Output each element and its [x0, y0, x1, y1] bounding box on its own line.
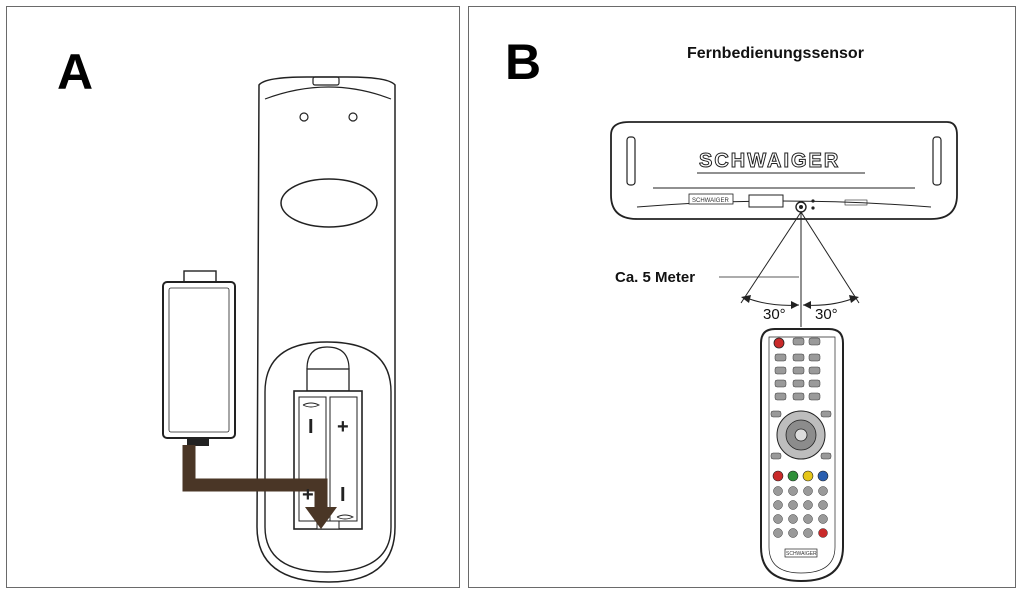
sensor-range-illustration: SCHWAIGER SCHWAIGER 30° 30° [610, 121, 958, 583]
compartment-slot-left [298, 396, 327, 522]
remote-back-body [256, 76, 396, 583]
spring-bottom [336, 514, 355, 520]
remote-power-button [773, 337, 785, 349]
battery-tab [306, 346, 350, 370]
receiver-brand: SCHWAIGER [699, 150, 840, 172]
compartment-slot-right [329, 396, 358, 522]
angle-arc-right [802, 296, 858, 306]
ir-sensor-center [799, 205, 803, 209]
remote-ok-button [794, 428, 808, 442]
polarity-bottom-right: I [340, 484, 346, 506]
battery-compartment [293, 390, 363, 530]
angle-left-label: 30° [763, 306, 786, 323]
remote-top-keys [774, 337, 821, 401]
angle-arc-left [743, 296, 800, 306]
cone-right-edge [800, 211, 860, 304]
arrow-right-inner [803, 301, 811, 309]
receiver-display [748, 194, 784, 208]
panel-a: A I + + I [6, 6, 460, 588]
polarity-top-right: + [337, 416, 349, 438]
insertion-arrow-head [305, 507, 337, 529]
remote-record-key [818, 528, 828, 538]
arrow-left-inner [791, 301, 799, 309]
remote-top-notch [312, 76, 340, 86]
receiver-vent-right [932, 136, 942, 186]
polarity-marks: I + + I [302, 416, 349, 506]
remote-badge: SCHWAIGER [786, 551, 817, 557]
remote-logo-oval [280, 178, 378, 228]
insertion-arrow-path [182, 445, 328, 513]
led-1 [811, 199, 815, 203]
sensor-title: Fernbedienungssensor [687, 45, 864, 62]
panel-b: B Fernbedienungssensor Ca. 5 Meter SCHWA… [468, 6, 1016, 588]
led-2 [811, 206, 815, 210]
panel-a-label: A [57, 44, 94, 100]
compartment-bottom-clip [316, 520, 340, 530]
panel-b-label: B [505, 34, 542, 90]
remote-side-keys [770, 410, 832, 460]
remote-badge-box [784, 548, 818, 558]
arrow-right-outer [849, 295, 859, 303]
receiver-vent-left [626, 136, 636, 186]
remote-inner-outline [768, 336, 836, 574]
angle-right-label: 30° [815, 306, 838, 323]
polarity-bottom-left: + [302, 484, 314, 506]
remote-screw-left [299, 112, 309, 122]
arrow-left-outer [741, 295, 751, 303]
distance-label: Ca. 5 Meter [615, 269, 696, 286]
remote-screw-right [348, 112, 358, 122]
receiver-model-tag [844, 199, 868, 206]
loose-battery-inner [168, 287, 230, 433]
remote-yellow-key [802, 470, 814, 482]
remote-top-edge [264, 86, 392, 100]
remote-bottom-keys [773, 486, 828, 538]
remote-blue-key [817, 470, 829, 482]
battery-cover-recess [264, 341, 392, 573]
receiver-badge-box [688, 193, 734, 205]
cone-left-edge [740, 211, 802, 304]
battery-negative-end [187, 438, 209, 446]
receiver-badge: SCHWAIGER [692, 198, 729, 204]
battery-insertion-illustration [162, 76, 396, 583]
remote-green-key [787, 470, 799, 482]
polarity-top-left: I [308, 416, 314, 438]
remote-red-key [772, 470, 784, 482]
spring-top [302, 402, 321, 408]
